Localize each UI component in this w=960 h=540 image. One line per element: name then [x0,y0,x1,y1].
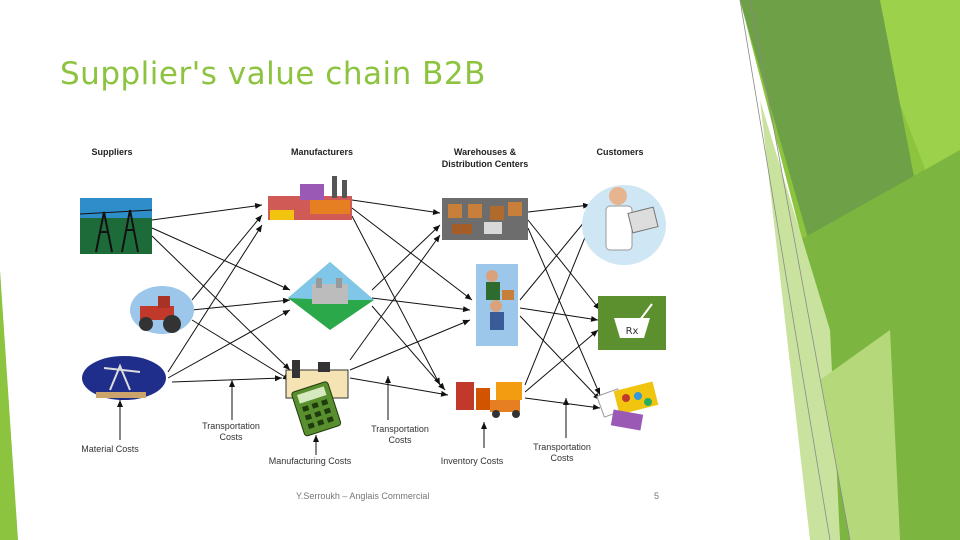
slide-title: Supplier's value chain B2B [60,56,486,92]
rx-symbol: Rx [626,326,639,337]
workers-icon [476,264,518,346]
footer-author: Y.Serroukh – Anglais Commercial [296,491,430,501]
warehouse-interior-icon [442,198,528,240]
column-customers: Customers [596,147,644,157]
factory-icon [268,176,352,220]
transportation-costs-label-2: Transportation Costs [371,424,429,445]
inventory-costs-label: Inventory Costs [440,456,504,466]
manufacturing-costs-label: Manufacturing Costs [268,456,352,466]
column-suppliers: Suppliers [91,147,133,157]
forklift-icon [456,382,522,418]
pharmacy-sign-icon: Rx [598,296,666,350]
power-lines-icon [79,198,153,254]
transportation-costs-label-1: Transportation Costs [202,421,260,442]
oil-pump-icon [82,356,166,400]
column-warehouses: Warehouses & Distribution Centers [441,147,529,169]
calculator-icon [291,381,342,437]
power-plant-icon [288,262,374,330]
flow-arrows [117,199,601,455]
material-costs-label: Material Costs [81,444,139,454]
tractor-icon [130,286,194,334]
transportation-costs-label-3: Transportation Costs [533,442,591,463]
medicines-icon [596,381,659,431]
page-number: 5 [654,491,660,501]
doctor-icon [582,185,666,265]
column-manufacturers: Manufacturers [290,147,353,157]
